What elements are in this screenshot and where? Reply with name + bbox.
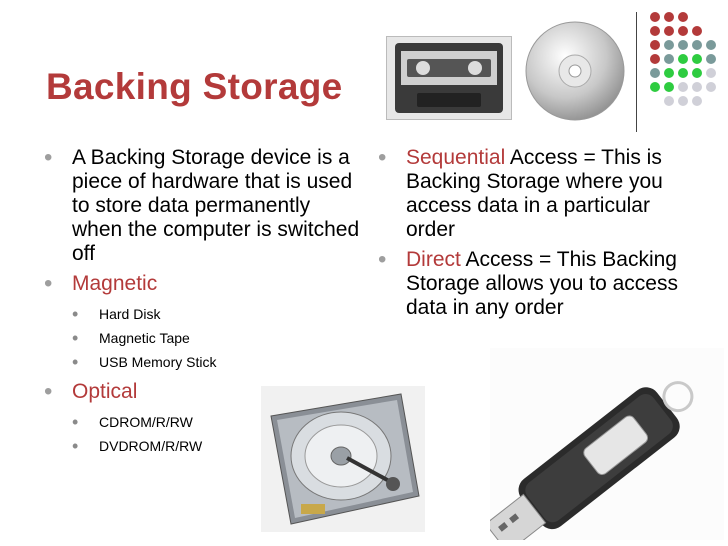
- intro-bullet: A Backing Storage device is a piece of h…: [44, 146, 364, 266]
- list-item: Hard Disk: [44, 302, 364, 326]
- sequential-text: Access = This is Backing Storage where y…: [406, 146, 663, 241]
- dot: [678, 96, 688, 106]
- direct-text: Access = This Backing Storage allows you…: [406, 248, 678, 319]
- dot: [650, 40, 660, 50]
- dot: [706, 54, 716, 64]
- dot: [678, 26, 688, 36]
- slide-title: Backing Storage: [46, 66, 343, 107]
- dot: [678, 40, 688, 50]
- usb-stick-image: [484, 348, 724, 546]
- right-column: Sequential Access = This is Backing Stor…: [378, 146, 698, 326]
- dot: [692, 26, 702, 36]
- sequential-bullet: Sequential Access = This is Backing Stor…: [378, 146, 698, 242]
- dot: [650, 68, 660, 78]
- cd-disc-image: [524, 20, 626, 122]
- list-item: DVDROM/R/RW: [44, 434, 364, 458]
- dot: [678, 12, 688, 22]
- dot: [664, 96, 674, 106]
- cassette-tape-image: [386, 36, 512, 120]
- direct-bullet: Direct Access = This Backing Storage all…: [378, 248, 698, 320]
- dot: [692, 54, 702, 64]
- sequential-term: Sequential: [406, 146, 506, 169]
- dot: [706, 82, 716, 92]
- dot: [706, 68, 716, 78]
- left-column: A Backing Storage device is a piece of h…: [44, 146, 364, 464]
- dot: [650, 12, 660, 22]
- list-item: USB Memory Stick: [44, 350, 364, 374]
- dot: [664, 54, 674, 64]
- dot: [706, 40, 716, 50]
- dot: [678, 68, 688, 78]
- dot: [692, 40, 702, 50]
- optical-bullet: Optical: [44, 380, 364, 404]
- list-item: Magnetic Tape: [44, 326, 364, 350]
- dot: [664, 26, 674, 36]
- optical-list: CDROM/R/RW DVDROM/R/RW: [44, 410, 364, 458]
- magnetic-bullet: Magnetic: [44, 272, 364, 296]
- dot: [678, 54, 688, 64]
- dot: [678, 82, 688, 92]
- dot: [692, 82, 702, 92]
- dot: [692, 68, 702, 78]
- dot: [664, 12, 674, 22]
- magnetic-list: Hard Disk Magnetic Tape USB Memory Stick: [44, 302, 364, 374]
- dot: [650, 26, 660, 36]
- hard-disk-image: [261, 386, 425, 532]
- divider-line: [636, 12, 637, 132]
- dot: [664, 40, 674, 50]
- dot: [650, 82, 660, 92]
- dot: [664, 68, 674, 78]
- dot: [664, 82, 674, 92]
- dot: [692, 96, 702, 106]
- dot: [650, 54, 660, 64]
- direct-term: Direct: [406, 248, 461, 271]
- list-item: CDROM/R/RW: [44, 410, 364, 434]
